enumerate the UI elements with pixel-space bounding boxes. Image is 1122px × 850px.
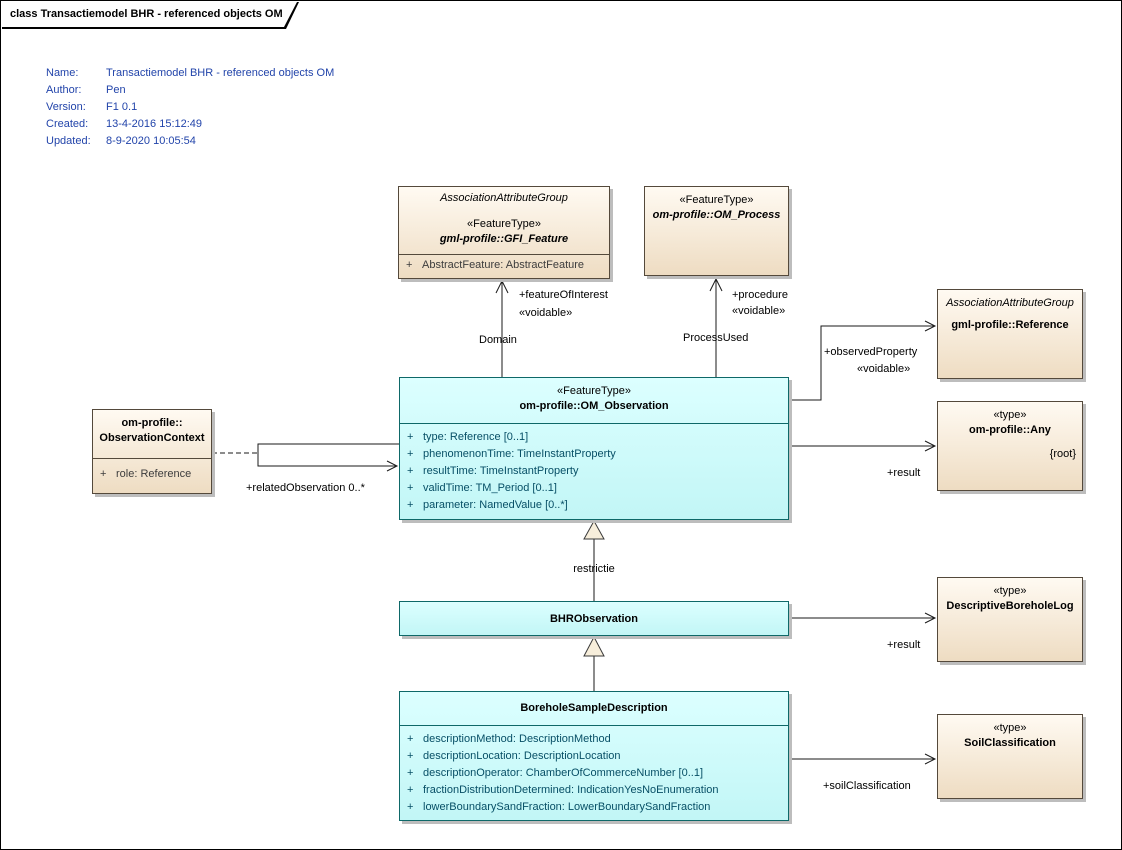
- class-bhr-observation: BHRObservation: [399, 601, 789, 636]
- class-attribute: + descriptionLocation: DescriptionLocati…: [407, 750, 621, 762]
- class-tag-root: {root}: [1049, 448, 1076, 460]
- label-processused: ProcessUsed: [683, 332, 749, 344]
- metadata-row: Name: Transactiemodel BHR - referenced o…: [46, 67, 335, 79]
- open-arrowhead-icon: [924, 320, 937, 332]
- class-soil-classification: «type» SoilClassification: [937, 714, 1083, 799]
- connector-result-boreholelog: [789, 612, 937, 624]
- label-result-bhr: +result: [887, 639, 921, 651]
- class-stereotype: «type»: [993, 585, 1027, 597]
- class-attribute: + resultTime: TimeInstantProperty: [407, 465, 579, 477]
- label-related-observation: +relatedObservation 0..*: [246, 482, 365, 494]
- diagram-metadata: Name: Transactiemodel BHR - referenced o…: [46, 65, 334, 150]
- class-name: om-profile::Any: [969, 424, 1051, 436]
- connector-soilclassification: [789, 753, 937, 765]
- label-observed-property-role: +observedProperty: [824, 346, 918, 358]
- open-arrowhead-icon: [924, 612, 937, 624]
- open-arrowhead-icon: [495, 279, 509, 294]
- connector-result-any: [789, 440, 937, 452]
- label-observed-property-voidable: «voidable»: [857, 363, 911, 375]
- class-reference: AssociationAttributeGroup gml-profile::R…: [937, 289, 1083, 379]
- label-restrictie: restrictie: [573, 563, 615, 575]
- class-attribute: + AbstractFeature: AbstractFeature: [406, 259, 585, 271]
- connector-relatedobservation: [212, 443, 399, 472]
- open-arrowhead-icon: [924, 440, 937, 452]
- class-name-line2: ObservationContext: [99, 432, 205, 444]
- class-attribute: + validTime: TM_Period [0..1]: [407, 482, 557, 494]
- label-procedure-role: +procedure: [732, 289, 788, 301]
- class-name: gml-profile::GFI_Feature: [439, 233, 569, 245]
- class-name: DescriptiveBoreholeLog: [946, 600, 1074, 612]
- generalization-triangle-icon: [583, 519, 605, 540]
- label-feature-of-interest-role: +featureOfInterest: [519, 289, 608, 301]
- class-stereotype: «type»: [993, 722, 1027, 734]
- class-any: «type» om-profile::Any {root}: [937, 401, 1083, 491]
- class-attribute: + descriptionOperator: ChamberOfCommerce…: [407, 767, 703, 779]
- class-observation-context: om-profile:: ObservationContext + role: …: [92, 409, 212, 494]
- class-name: om-profile::OM_Observation: [519, 400, 669, 412]
- class-stereotype: «FeatureType»: [679, 194, 754, 206]
- class-stereotype: «type»: [993, 409, 1027, 421]
- open-arrowhead-icon: [924, 753, 937, 765]
- class-group-label: AssociationAttributeGroup: [946, 297, 1074, 309]
- metadata-row: Author: Pen: [46, 84, 126, 96]
- connector-generalization-restrictie: [583, 519, 605, 601]
- connector-domain: [495, 279, 509, 377]
- class-gfi-feature: AssociationAttributeGroup «FeatureType» …: [398, 186, 610, 279]
- class-om-process: «FeatureType» om-profile::OM_Process: [644, 186, 789, 276]
- label-soil-classification-role: +soilClassification: [823, 780, 911, 792]
- label-feature-of-interest-voidable: «voidable»: [519, 307, 573, 319]
- class-name: BHRObservation: [549, 612, 639, 625]
- class-attribute: + parameter: NamedValue [0..*]: [407, 499, 568, 511]
- class-attribute: + phenomenonTime: TimeInstantProperty: [407, 448, 616, 460]
- class-attribute: + descriptionMethod: DescriptionMethod: [407, 733, 611, 745]
- class-group-label: AssociationAttributeGroup: [440, 192, 568, 204]
- open-arrowhead-icon: [709, 277, 723, 292]
- metadata-row: Updated: 8-9-2020 10:05:54: [46, 135, 196, 147]
- class-attribute: + fractionDistributionDetermined: Indica…: [407, 784, 719, 796]
- class-borehole-sample-description: BoreholeSampleDescription + descriptionM…: [399, 691, 789, 821]
- class-om-observation: «FeatureType» om-profile::OM_Observation…: [399, 377, 789, 520]
- class-name: gml-profile::Reference: [951, 319, 1069, 331]
- diagram-title: class Transactiemodel BHR - referenced o…: [10, 8, 283, 20]
- label-procedure-voidable: «voidable»: [732, 305, 786, 317]
- connector-observedproperty: [789, 320, 937, 401]
- metadata-row: Version: F1 0.1: [46, 101, 138, 113]
- class-name: om-profile::OM_Process: [652, 209, 781, 221]
- label-domain: Domain: [479, 334, 517, 346]
- connector-generalization-bhr: [583, 635, 605, 691]
- class-descriptive-borehole-log: «type» DescriptiveBoreholeLog: [937, 577, 1083, 662]
- class-attribute: + lowerBoundarySandFraction: LowerBounda…: [407, 801, 711, 813]
- class-stereotype: «FeatureType»: [557, 385, 631, 397]
- open-arrowhead-icon: [386, 460, 399, 472]
- diagram-title-tab: class Transactiemodel BHR - referenced o…: [2, 2, 300, 30]
- tab-fill-shape: [2, 2, 297, 27]
- class-attribute: + type: Reference [0..1]: [407, 431, 529, 443]
- generalization-triangle-icon: [583, 635, 605, 657]
- class-name: BoreholeSampleDescription: [520, 702, 668, 714]
- connector-processused: [709, 277, 723, 377]
- class-name-line1: om-profile::: [121, 417, 183, 429]
- class-name: SoilClassification: [964, 737, 1056, 749]
- class-stereotype: «FeatureType»: [467, 218, 541, 230]
- class-attribute: + role: Reference: [100, 468, 192, 480]
- metadata-row: Created: 13-4-2016 15:12:49: [46, 118, 203, 130]
- label-result-observation: +result: [887, 467, 921, 479]
